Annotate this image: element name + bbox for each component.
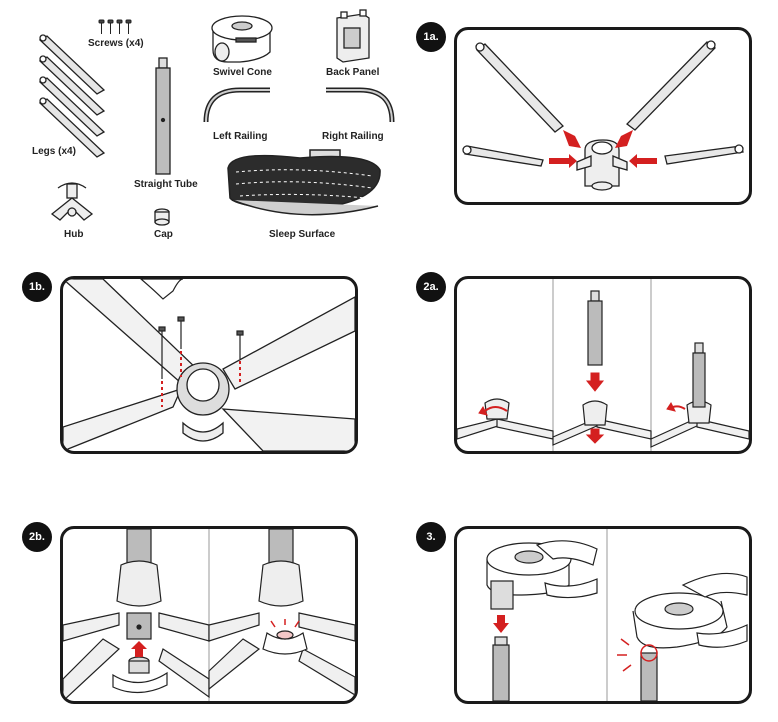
hub-icon	[50, 182, 94, 221]
step-2a-panel	[454, 276, 752, 454]
screws	[158, 316, 244, 379]
swivel-cone-left	[486, 540, 598, 610]
hub-icons	[484, 398, 712, 426]
swivel-cone-right	[632, 572, 748, 701]
legs-label: Legs (x4)	[32, 146, 76, 157]
tube-and-hub	[116, 529, 304, 640]
step-1a-panel	[454, 27, 752, 205]
leg-lower-left	[63, 387, 183, 451]
red-click-marks	[617, 638, 658, 672]
screws-label: Screws (x4)	[88, 38, 144, 49]
step-2b-badge: 2b.	[22, 522, 52, 552]
leg-right	[664, 145, 744, 165]
leg-upper-left	[63, 279, 201, 384]
step-1a-badge: 1a.	[416, 22, 446, 52]
parts-illustration	[38, 9, 395, 226]
step-1a-illustration	[462, 40, 744, 191]
step-1b-illustration	[63, 279, 355, 451]
right-railing-label: Right Railing	[322, 131, 384, 142]
sleep-surface-icon	[227, 149, 381, 216]
red-arrows	[478, 372, 686, 444]
left-railing-label: Left Railing	[213, 131, 268, 142]
swivel-cone-label: Swivel Cone	[213, 67, 272, 78]
red-guides	[161, 351, 241, 407]
red-arrow-down	[493, 615, 509, 633]
hand-icon	[140, 279, 184, 300]
step-2a-badge: 2a.	[416, 272, 446, 302]
sleep-surface-label: Sleep Surface	[269, 229, 336, 240]
cap-and-hand	[112, 630, 308, 694]
step-2b-illustration	[63, 529, 355, 701]
swivel-cone-icon	[211, 15, 273, 63]
straight-tube-icon	[155, 57, 171, 175]
red-arrow	[131, 619, 300, 657]
tube-left	[492, 636, 510, 701]
screws-icon	[98, 19, 132, 34]
left-railing-icon	[203, 87, 270, 123]
step-3-panel	[454, 526, 752, 704]
leg-left	[464, 145, 544, 167]
step-2b-panel	[60, 526, 358, 704]
straight-tube-label: Straight Tube	[134, 179, 198, 190]
right-railing-icon	[326, 87, 395, 123]
step-3-badge: 3.	[416, 522, 446, 552]
cap-label: Cap	[154, 229, 173, 240]
parts-list: Screws (x4) Swivel Cone Back Panel Legs …	[0, 0, 400, 250]
hub-top-icon	[176, 362, 230, 442]
leg-top-left	[476, 43, 564, 133]
cap-icon	[154, 208, 170, 226]
step-2a-illustration	[457, 279, 749, 451]
leg-lower-right	[221, 408, 355, 451]
hub-label: Hub	[64, 229, 84, 240]
leg-top-right	[626, 41, 716, 131]
red-arrows	[549, 130, 657, 168]
step-1b-badge: 1b.	[22, 272, 52, 302]
back-panel-label: Back Panel	[326, 67, 380, 78]
legs-icon	[38, 34, 106, 158]
tubes	[587, 290, 706, 408]
leg-upper-right	[222, 296, 355, 390]
step-3-illustration	[486, 529, 748, 701]
step-1b-panel	[60, 276, 358, 454]
back-panel-icon	[336, 9, 370, 63]
hub-center-icon	[576, 139, 628, 191]
